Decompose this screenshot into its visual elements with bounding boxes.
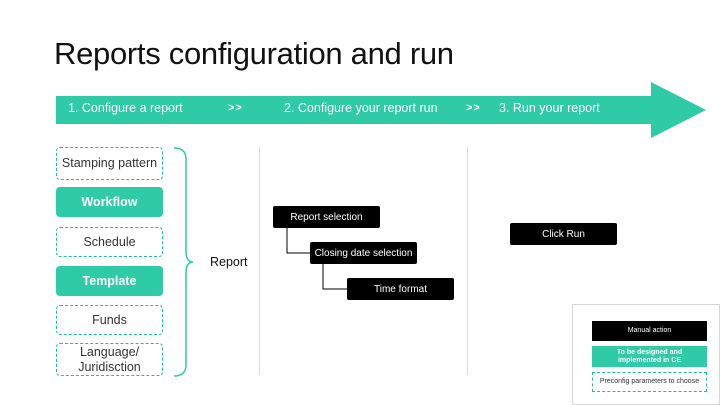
report-label: Report <box>210 255 248 269</box>
param-language-jurisdiction: Language/ Juridisction <box>56 343 163 376</box>
step-separator: >> <box>228 102 243 114</box>
legend-to-be-designed: To be designed and implemented in CE <box>592 346 707 367</box>
process-arrow <box>56 82 706 138</box>
step-configure-report: 1. Configure a report <box>68 101 183 115</box>
param-template: Template <box>56 266 163 296</box>
grouping-brace <box>172 147 194 382</box>
action-time-format: Time format <box>347 278 454 300</box>
action-report-selection: Report selection <box>273 206 380 228</box>
step-configure-run: 2. Configure your report run <box>284 101 438 115</box>
column-divider <box>259 147 260 375</box>
action-click-run: Click Run <box>510 223 617 245</box>
param-funds: Funds <box>56 305 163 335</box>
column-divider <box>467 147 468 375</box>
step-separator: >> <box>466 102 481 114</box>
step-run-report: 3. Run your report <box>499 101 600 115</box>
legend-preconfig-parameters: Preconfig parameters to choose <box>592 372 707 392</box>
page-title: Reports configuration and run <box>54 36 454 71</box>
legend-manual-action: Manual action <box>592 321 707 341</box>
param-workflow: Workflow <box>56 187 163 217</box>
param-stamping-pattern: Stamping pattern <box>56 147 163 180</box>
param-schedule: Schedule <box>56 227 163 257</box>
action-closing-date-selection: Closing date selection <box>310 242 417 264</box>
